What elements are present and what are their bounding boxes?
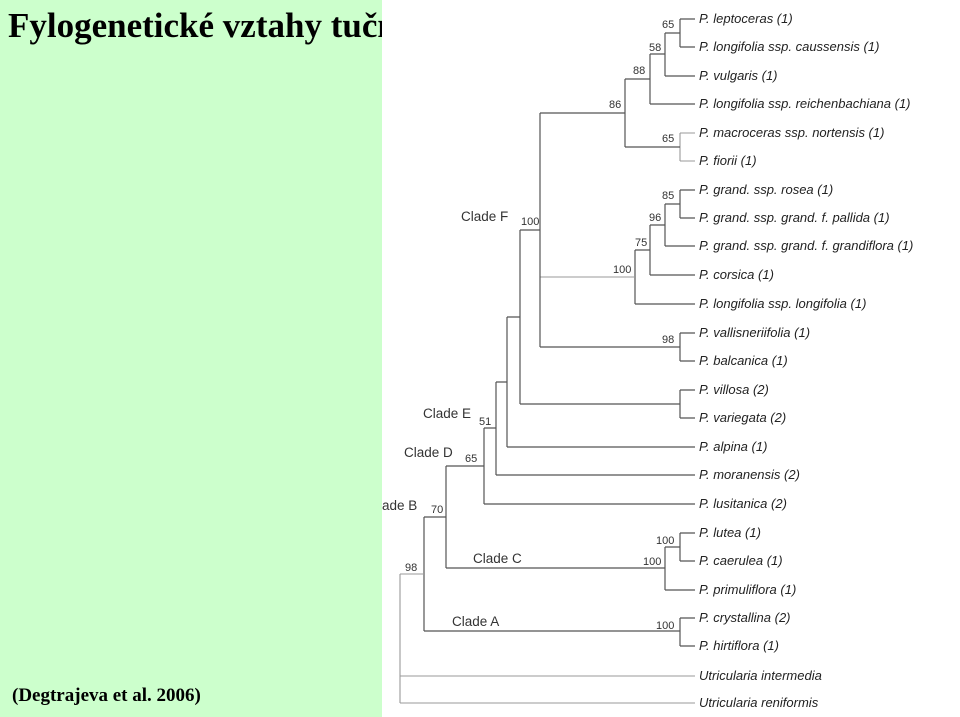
taxon-label: P. crystallina (2) bbox=[699, 610, 791, 625]
taxon-label: P. longifolia ssp. reichenbachiana (1) bbox=[699, 96, 911, 111]
taxon-label: P. longifolia ssp. caussensis (1) bbox=[699, 39, 879, 54]
title-panel bbox=[0, 0, 382, 717]
taxon-label: P. primuliflora (1) bbox=[699, 582, 796, 597]
support-value: 70 bbox=[431, 504, 443, 516]
taxon-label: P. variegata (2) bbox=[699, 410, 786, 425]
taxon-labels: P. leptoceras (1) P. longifolia ssp. cau… bbox=[699, 11, 913, 710]
taxon-label: P. caerulea (1) bbox=[699, 553, 783, 568]
support-value: 96 bbox=[649, 212, 661, 224]
support-value: 58 bbox=[649, 42, 661, 54]
taxon-label: P. villosa (2) bbox=[699, 382, 769, 397]
clade-label: Clade E bbox=[423, 406, 471, 421]
support-value: 86 bbox=[609, 99, 621, 111]
support-value: 65 bbox=[662, 19, 674, 31]
support-value: 100 bbox=[643, 556, 661, 568]
taxon-label: P. vallisneriifolia (1) bbox=[699, 325, 810, 340]
phylogenetic-tree: P. leptoceras (1) P. longifolia ssp. cau… bbox=[382, 11, 913, 710]
taxon-label: P. grand. ssp. rosea (1) bbox=[699, 182, 833, 197]
support-value: 98 bbox=[405, 562, 417, 574]
support-value: 75 bbox=[635, 237, 647, 249]
support-value: 88 bbox=[633, 65, 645, 77]
clade-label: ade B bbox=[382, 498, 417, 513]
clade-label: Clade D bbox=[404, 445, 453, 460]
citation: (Degtrajeva et al. 2006) bbox=[12, 685, 201, 706]
taxon-label: P. grand. ssp. grand. f. grandiflora (1) bbox=[699, 238, 913, 253]
support-value: 100 bbox=[656, 535, 674, 547]
taxon-label: P. longifolia ssp. longifolia (1) bbox=[699, 296, 866, 311]
taxon-label: P. grand. ssp. grand. f. pallida (1) bbox=[699, 210, 890, 225]
support-value: 65 bbox=[465, 453, 477, 465]
taxon-label: P. moranensis (2) bbox=[699, 467, 800, 482]
page-title: Fylogenetické vztahy tučnic bbox=[8, 6, 423, 45]
taxon-label: P. leptoceras (1) bbox=[699, 11, 793, 26]
taxon-label: P. macroceras ssp. nortensis (1) bbox=[699, 125, 884, 140]
clade-labels: Clade F Clade E Clade D ade B Clade C Cl… bbox=[382, 209, 522, 629]
phylogenetic-tree-figure: P. leptoceras (1) P. longifolia ssp. cau… bbox=[382, 0, 960, 717]
taxon-label: P. lutea (1) bbox=[699, 525, 761, 540]
taxon-label: Utricularia reniformis bbox=[699, 695, 819, 710]
clade-label: Clade F bbox=[461, 209, 508, 224]
clade-label: Clade A bbox=[452, 614, 499, 629]
taxon-label: P. vulgaris (1) bbox=[699, 68, 778, 83]
support-value: 65 bbox=[662, 133, 674, 145]
support-value: 100 bbox=[656, 620, 674, 632]
support-value: 100 bbox=[613, 264, 631, 276]
support-value: 100 bbox=[521, 216, 539, 228]
taxon-label: P. alpina (1) bbox=[699, 439, 767, 454]
support-value: 85 bbox=[662, 190, 674, 202]
taxon-label: P. lusitanica (2) bbox=[699, 496, 787, 511]
taxon-label: Utricularia intermedia bbox=[699, 668, 822, 683]
support-value: 51 bbox=[479, 416, 491, 428]
taxon-label: P. hirtiflora (1) bbox=[699, 638, 779, 653]
clade-label: Clade C bbox=[473, 551, 522, 566]
taxon-label: P. balcanica (1) bbox=[699, 353, 788, 368]
support-values: 65 58 88 86 65 85 96 75 100 98 100 51 65… bbox=[405, 19, 674, 632]
taxon-label: P. corsica (1) bbox=[699, 267, 774, 282]
taxon-label: P. fiorii (1) bbox=[699, 153, 757, 168]
support-value: 98 bbox=[662, 334, 674, 346]
tree-branches bbox=[399, 18, 695, 704]
